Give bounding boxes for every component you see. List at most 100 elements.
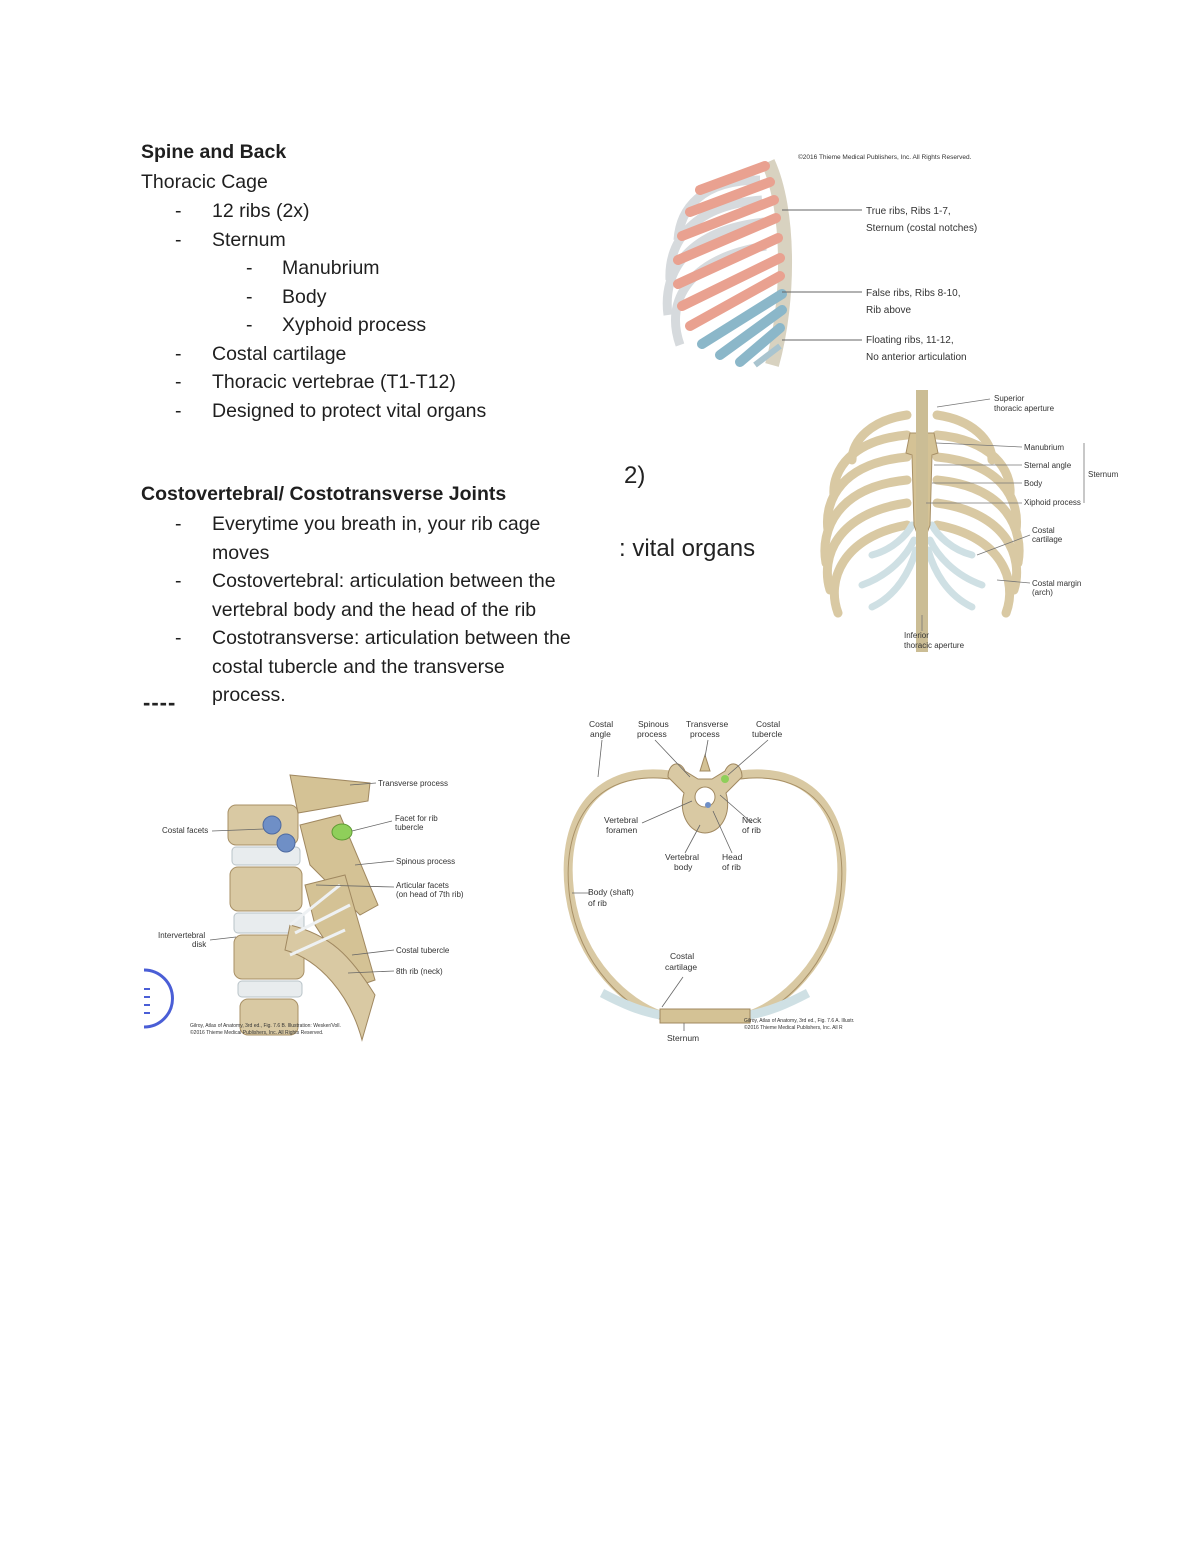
joints-list: - Everytime you breath in, your rib cage… xyxy=(141,510,621,710)
rib-head-facet-blue xyxy=(705,802,711,808)
list-item: - Everytime you breath in, your rib cage… xyxy=(141,510,621,567)
list-item: - Sternum xyxy=(141,226,611,255)
label-true-ribs: True ribs, Ribs 1-7, xyxy=(866,206,951,217)
label-costal-tubercle: Costal tubercle xyxy=(396,946,450,955)
label-intervertebral-disk-2: disk xyxy=(192,940,207,949)
costovertebral-joint-figure: Transverse process Costal facets Facet f… xyxy=(143,774,464,1042)
label-vertebral-body-2: body xyxy=(674,862,693,872)
label-articular-facets: Articular facets xyxy=(396,881,449,890)
list-item-text-line: moves xyxy=(212,541,270,564)
ligaments xyxy=(289,883,351,957)
list-item: - Designed to protect vital organs xyxy=(141,397,611,426)
floating-ribs xyxy=(753,343,782,368)
list-item-text: 12 ribs (2x) xyxy=(212,200,310,222)
costal-facet-blue-1 xyxy=(262,815,282,835)
list-item: - Costotransverse: articulation between … xyxy=(141,624,621,710)
label-spinous-process: Spinous process xyxy=(396,857,455,866)
figure-credit: ©2016 Thieme Medical Publishers, Inc. Al… xyxy=(798,153,972,161)
label-costal-angle: Costal xyxy=(589,719,613,729)
subheading-thoracic-cage: Thoracic Cage xyxy=(141,171,268,193)
list-item-text-line: costal tubercle and the transverse xyxy=(212,655,505,678)
list-bullet: - xyxy=(175,570,182,592)
list-item-text-line: process. xyxy=(212,684,286,706)
label-sternum: Sternum xyxy=(1088,470,1119,479)
label-transverse-process: Transverse process xyxy=(378,779,448,788)
label-inferior-aperture: Inferior xyxy=(904,631,929,640)
label-head-of-rib: Head xyxy=(722,852,743,862)
figure-credit: Gilroy, Atlas of Anatomy, 3rd ed., Fig. … xyxy=(744,1018,854,1024)
list-item-text: Sternum xyxy=(212,228,286,251)
label-neck-of-rib-2: of rib xyxy=(742,825,761,835)
list-item-text: Manubrium xyxy=(282,257,380,279)
intervertebral-disks xyxy=(231,846,305,998)
list-item-text: Designed to protect vital organs xyxy=(212,399,487,422)
list-item-text-line: Costovertebral: articulation between the xyxy=(212,570,556,592)
label-costal-cartilage-2: cartilage xyxy=(1032,535,1063,544)
label-false-ribs-above: Rib above xyxy=(866,305,911,316)
label-facet-rib-tubercle-2: tubercle xyxy=(395,823,424,832)
label-costal-margin: Costal margin xyxy=(1032,579,1081,588)
true-ribs xyxy=(673,161,785,331)
overlap-fragment-dashes: ---- xyxy=(143,694,177,712)
anterior-rib-cage-figure: Superior thoracic aperture Manubrium Ste… xyxy=(820,390,1119,652)
list-item-text: Xyphoid process xyxy=(282,314,427,336)
label-superior-aperture-2: thoracic aperture xyxy=(994,404,1055,413)
thoracic-cage-list: - 12 ribs (2x) - Sternum - Manubrium - B… xyxy=(141,197,611,425)
vertebral-column xyxy=(916,390,928,652)
list-item: - Thoracic vertebrae (T1-T12) xyxy=(141,368,611,397)
false-ribs xyxy=(697,289,787,367)
list-item-text: Costal cartilage xyxy=(212,342,347,365)
list-bullet: - xyxy=(175,228,182,251)
list-item-text: Body xyxy=(282,285,327,308)
figure-credit-2: ©2016 Thieme Medical Publishers, Inc. Al… xyxy=(744,1024,843,1031)
pointer-lines xyxy=(782,209,862,341)
label-costal-tubercle-2: tubercle xyxy=(752,729,783,739)
label-transverse-process: Transverse xyxy=(686,719,728,729)
list-bullet: - xyxy=(175,200,182,222)
list-item: - Xyphoid process xyxy=(141,311,611,340)
label-transverse-process-2: process xyxy=(690,729,720,739)
costal-facet-blue-2 xyxy=(276,833,296,853)
figure-credit-2: ©2016 Thieme Medical Publishers, Inc. Al… xyxy=(190,1029,323,1036)
label-true-ribs-sternum: Sternum (costal notches) xyxy=(866,223,977,234)
label-sternum-body: Body xyxy=(1024,479,1042,488)
list-item-text-line: Everytime you breath in, your rib cage xyxy=(212,513,541,535)
list-item: - 12 ribs (2x) xyxy=(141,197,611,226)
label-costal-cartilage-2: cartilage xyxy=(665,962,697,972)
label-superior-aperture: Superior xyxy=(994,394,1025,403)
sternum-shape xyxy=(659,1008,751,1024)
label-costal-angle-2: angle xyxy=(590,729,611,739)
label-vertebral-body: Vertebral xyxy=(665,852,699,862)
rib-arcs xyxy=(820,410,1024,618)
costal-cartilages xyxy=(858,521,986,611)
label-costal-tubercle: Costal xyxy=(756,719,780,729)
overlap-fragment-vital-organs: : vital organs xyxy=(619,535,756,562)
list-bullet: - xyxy=(246,257,253,279)
list-bullet: - xyxy=(175,342,182,365)
label-costal-cartilage: Costal xyxy=(670,951,694,961)
label-xiphoid: Xiphoid process xyxy=(1024,498,1081,507)
section-heading-costovertebral: Costovertebral/ Costotransverse Joints xyxy=(141,483,507,505)
overlap-fragment-paren: 2) xyxy=(624,462,646,489)
list-item-text-line: Costotransverse: articulation between th… xyxy=(212,627,571,649)
list-bullet: - xyxy=(175,371,182,393)
cartilage-right xyxy=(749,989,811,1020)
list-item: - Costovertebral: articulation between t… xyxy=(141,567,621,624)
label-spinous-process-2: process xyxy=(637,729,667,739)
spine-shape xyxy=(761,159,793,367)
label-floating-no-articulation: No anterior articulation xyxy=(866,352,967,363)
costal-tubercle-green xyxy=(721,775,729,783)
label-body-shaft-2: of rib xyxy=(588,898,607,908)
list-item: - Manubrium xyxy=(141,254,611,283)
pointer-lines xyxy=(572,739,769,1031)
list-item-text: Thoracic vertebrae (T1-T12) xyxy=(212,371,456,393)
vertebral-foramen xyxy=(694,786,716,808)
list-bullet: - xyxy=(175,399,182,422)
lateral-rib-cage-figure: ©2016 Thieme Medical Publishers, Inc. Al… xyxy=(662,153,977,368)
list-bullet: - xyxy=(246,314,253,336)
cartilage-left xyxy=(599,989,661,1020)
stamp-arc xyxy=(143,968,174,1029)
list-item-text-line: vertebral body and the head of the rib xyxy=(212,598,537,621)
label-sternal-angle: Sternal angle xyxy=(1024,461,1072,470)
rib-ring-figure: Costal angle Spinous process Transverse … xyxy=(563,719,854,1043)
